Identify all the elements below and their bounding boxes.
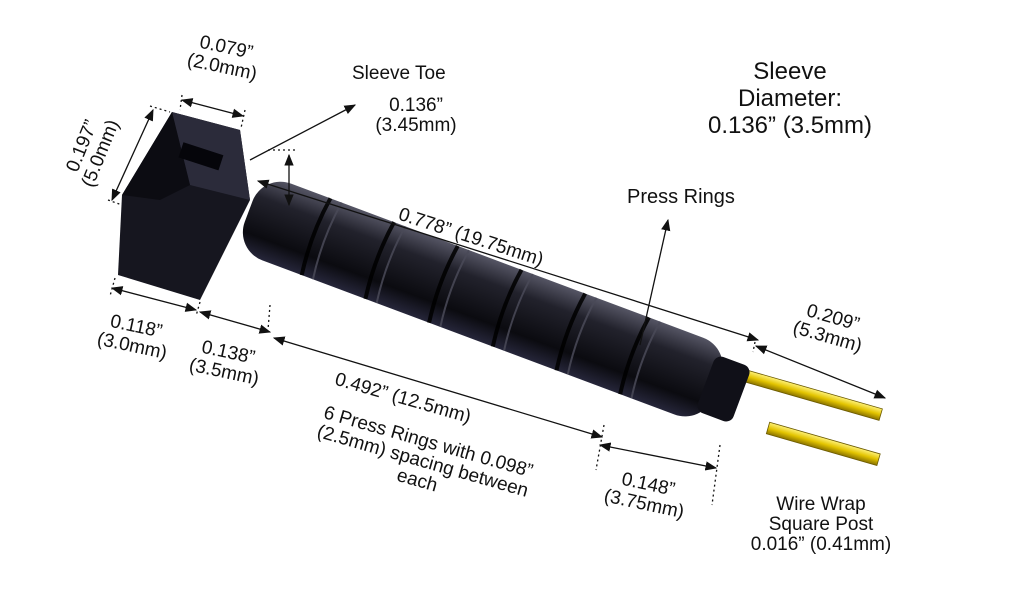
wire-wrap-line2: Square Post (768, 514, 874, 535)
press-rings-title: Press Rings (627, 186, 735, 208)
sleeve-toe-value-mm: (3.45mm) (375, 115, 457, 136)
sleeve-toe-block (118, 112, 250, 300)
sleeve-diameter-line2: Diameter: (737, 85, 843, 112)
sleeve-diameter-label: Sleeve Diameter: 0.136” (3.5mm) (695, 58, 885, 139)
sleeve-diameter-value: 0.136” (3.5mm) (707, 112, 873, 139)
sleeve-diameter-title: Sleeve (753, 58, 827, 85)
dimension-lines (107, 94, 887, 506)
sleeve-toe-value-in: 0.136” (389, 95, 443, 116)
sleeve-toe-value: 0.136” (3.45mm) (368, 96, 464, 136)
wire-wrap-line1: Wire Wrap (776, 494, 866, 515)
wire-wrap-line3: 0.016” (0.41mm) (750, 534, 892, 555)
wire-wrap-label: Wire Wrap Square Post 0.016” (0.41mm) (726, 495, 916, 555)
sleeve-body (242, 181, 750, 422)
sleeve-toe-title: Sleeve Toe (352, 63, 446, 84)
